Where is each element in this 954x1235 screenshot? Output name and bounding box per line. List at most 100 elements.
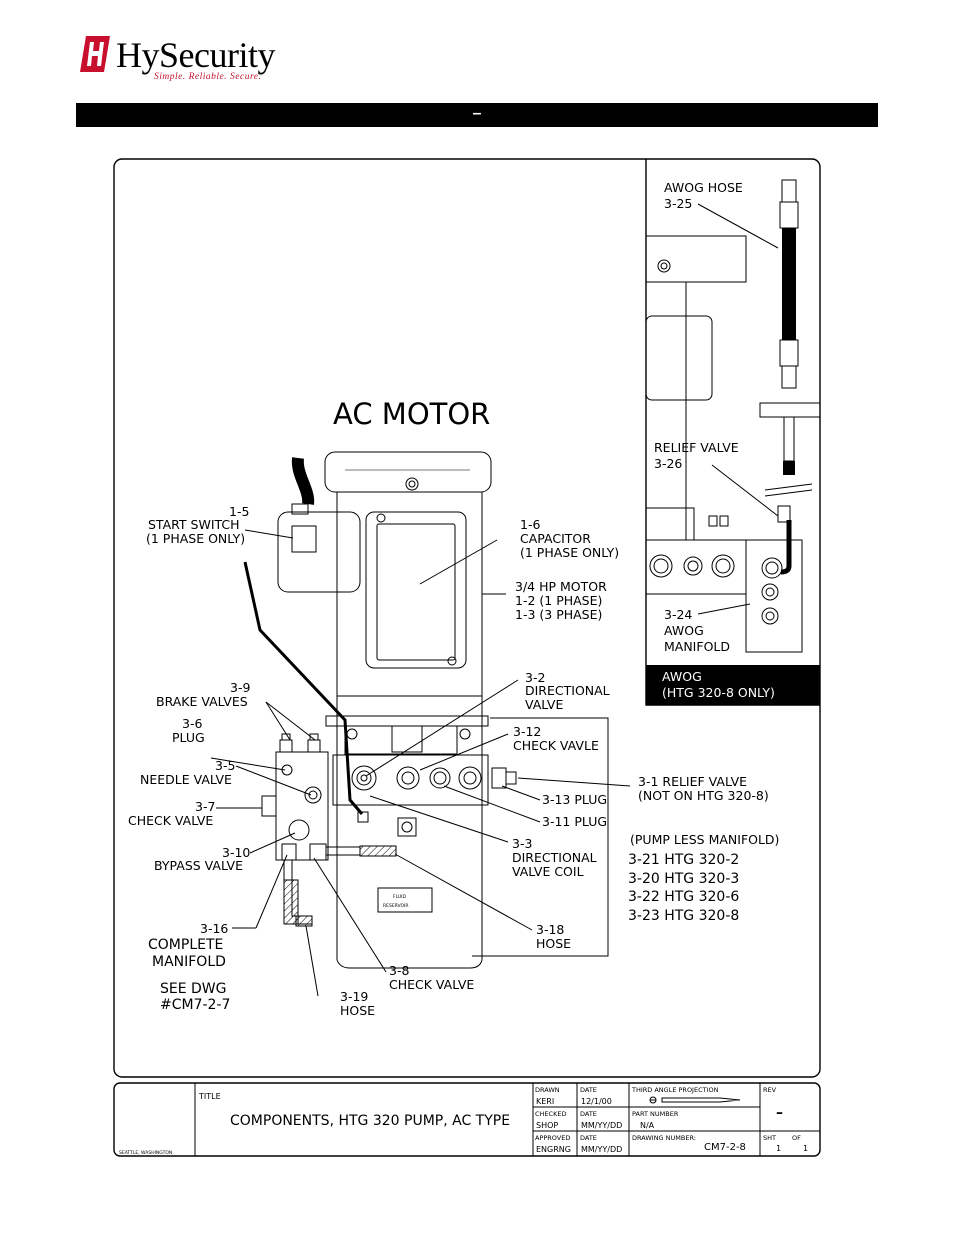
svg-text:3-12: 3-12 [513, 724, 541, 739]
component-labels: 1-5 START SWITCH (1 PHASE ONLY) 1-6 CAPA… [128, 504, 779, 1018]
svg-text:KERI: KERI [536, 1097, 554, 1106]
svg-text:3-22 HTG 320-6: 3-22 HTG 320-6 [628, 889, 739, 905]
directional-manifold [332, 754, 489, 806]
svg-text:N/A: N/A [640, 1121, 655, 1130]
svg-text:START SWITCH: START SWITCH [148, 517, 240, 532]
svg-text:BRAKE VALVES: BRAKE VALVES [156, 694, 248, 709]
svg-text:HOSE: HOSE [340, 1003, 375, 1018]
svg-text:TITLE: TITLE [198, 1092, 221, 1101]
svg-text:SEE DWG: SEE DWG [160, 981, 227, 997]
svg-text:3-5: 3-5 [215, 758, 235, 773]
svg-text:CHECK VAVLE: CHECK VAVLE [513, 738, 599, 753]
svg-text:DIRECTIONAL: DIRECTIONAL [525, 683, 610, 698]
svg-text:REV: REV [763, 1086, 777, 1094]
awog-banner [646, 665, 820, 705]
svg-text:CHECK VALVE: CHECK VALVE [389, 977, 474, 992]
svg-text:DRAWING NUMBER:: DRAWING NUMBER: [632, 1134, 696, 1142]
svg-text:DATE: DATE [580, 1086, 597, 1094]
brand-name: HySecurity [116, 35, 275, 75]
svg-text:1-5: 1-5 [229, 504, 249, 519]
awog-inset: AWOG (HTG 320-8 ONLY) AWOG HOSE 3-25 REL… [645, 159, 821, 706]
page-title-banner: – [76, 103, 878, 127]
svg-text:VALVE COIL: VALVE COIL [512, 864, 584, 879]
svg-text:(PUMP LESS MANIFOLD): (PUMP LESS MANIFOLD) [630, 832, 779, 847]
svg-text:3-1 RELIEF VALVE: 3-1 RELIEF VALVE [638, 774, 747, 789]
svg-text:1: 1 [776, 1144, 781, 1153]
svg-text:–: – [776, 1105, 783, 1121]
svg-text:3-13 PLUG: 3-13 PLUG [542, 792, 607, 807]
drawing-title: COMPONENTS, HTG 320 PUMP, AC TYPE [230, 1113, 510, 1129]
svg-text:RELIEF VALVE: RELIEF VALVE [654, 440, 739, 455]
drawing-frame [113, 158, 821, 1078]
svg-text:PLUG: PLUG [172, 730, 205, 745]
svg-text:SHT: SHT [763, 1134, 776, 1142]
svg-text:3-18: 3-18 [536, 922, 564, 937]
ac-motor: AC MOTOR [243, 397, 609, 969]
svg-text:3-21 HTG 320-2: 3-21 HTG 320-2 [628, 852, 739, 868]
svg-text:3/4 HP MOTOR: 3/4 HP MOTOR [515, 579, 607, 594]
svg-text:3-11 PLUG: 3-11 PLUG [542, 814, 607, 829]
svg-text:(HTG 320-8 ONLY): (HTG 320-8 ONLY) [662, 685, 775, 700]
svg-text:3-19: 3-19 [340, 989, 368, 1004]
svg-text:1-3 (3 PHASE): 1-3 (3 PHASE) [515, 607, 602, 622]
svg-text:(NOT ON HTG 320-8): (NOT ON HTG 320-8) [638, 788, 769, 803]
svg-text:3-10: 3-10 [222, 845, 250, 860]
svg-text:CHECK VALVE: CHECK VALVE [128, 813, 213, 828]
svg-text:3-16: 3-16 [200, 921, 228, 936]
svg-text:(1 PHASE ONLY): (1 PHASE ONLY) [146, 531, 245, 546]
svg-text:OF: OF [792, 1134, 801, 1142]
svg-text:MM/YY/DD: MM/YY/DD [581, 1145, 622, 1154]
svg-text:3-20 HTG 320-3: 3-20 HTG 320-3 [628, 871, 739, 887]
brand-tagline: Simple. Reliable. Secure. [154, 72, 262, 82]
capacitor-panel [365, 511, 467, 669]
third-angle-projection-symbol [649, 1096, 741, 1104]
svg-text:SHOP: SHOP [536, 1121, 558, 1130]
svg-text:3-6: 3-6 [182, 716, 202, 731]
svg-text:3-24: 3-24 [664, 607, 692, 622]
svg-text:APPROVED: APPROVED [535, 1134, 570, 1142]
svg-text:CM7-2-8: CM7-2-8 [704, 1142, 746, 1153]
svg-text:DRAWN: DRAWN [535, 1086, 560, 1094]
svg-text:1-6: 1-6 [520, 517, 540, 532]
svg-text:1-2 (1 PHASE): 1-2 (1 PHASE) [515, 593, 602, 608]
svg-text:AWOG: AWOG [662, 669, 702, 684]
svg-text:12/1/00: 12/1/00 [581, 1097, 612, 1106]
svg-text:3-9: 3-9 [230, 680, 250, 695]
fluid-reservoir-label [377, 887, 433, 913]
svg-text:MANIFOLD: MANIFOLD [664, 639, 730, 654]
svg-text:CHECKED: CHECKED [535, 1110, 566, 1118]
svg-text:DATE: DATE [580, 1134, 597, 1142]
svg-text:3-8: 3-8 [389, 963, 409, 978]
svg-text:BYPASS VALVE: BYPASS VALVE [154, 858, 243, 873]
svg-text:3-23 HTG 320-8: 3-23 HTG 320-8 [628, 908, 739, 924]
svg-text:THIRD ANGLE PROJECTION: THIRD ANGLE PROJECTION [631, 1086, 719, 1094]
svg-text:FLUID: FLUID [393, 894, 406, 900]
svg-text:3-7: 3-7 [195, 799, 215, 814]
svg-text:COMPLETE: COMPLETE [148, 937, 223, 953]
svg-text:1: 1 [803, 1144, 808, 1153]
svg-text:3-3: 3-3 [512, 836, 532, 851]
svg-text:MM/YY/DD: MM/YY/DD [581, 1121, 622, 1130]
svg-text:ENGRNG: ENGRNG [536, 1145, 571, 1154]
svg-text:DATE: DATE [580, 1110, 597, 1118]
svg-text:SEATTLE, WASHINGTON: SEATTLE, WASHINGTON [119, 1150, 172, 1156]
svg-text:DIRECTIONAL: DIRECTIONAL [512, 850, 597, 865]
svg-text:RESERVOIR: RESERVOIR [383, 903, 409, 909]
svg-text:PART NUMBER: PART NUMBER [632, 1110, 679, 1118]
svg-text:AWOG: AWOG [664, 623, 704, 638]
svg-text:3-26: 3-26 [654, 456, 682, 471]
motor-title: AC MOTOR [333, 397, 490, 431]
svg-text:AWOG HOSE: AWOG HOSE [664, 180, 743, 195]
hysecurity-logo: HySecurity Simple. Reliable. Secure. [78, 30, 298, 90]
svg-text:NEEDLE VALVE: NEEDLE VALVE [140, 772, 232, 787]
svg-text:(1 PHASE ONLY): (1 PHASE ONLY) [520, 545, 619, 560]
svg-text:VALVE: VALVE [525, 697, 563, 712]
leader-lines [210, 529, 631, 997]
svg-text:MANIFOLD: MANIFOLD [152, 954, 226, 970]
svg-text:#CM7-2-7: #CM7-2-7 [160, 997, 230, 1013]
title-block: SEATTLE, WASHINGTON TITLE COMPONENTS, HT… [113, 1082, 821, 1157]
svg-text:CAPACITOR: CAPACITOR [520, 531, 591, 546]
start-switch [277, 511, 361, 593]
hysecurity-mark-icon [80, 36, 110, 72]
